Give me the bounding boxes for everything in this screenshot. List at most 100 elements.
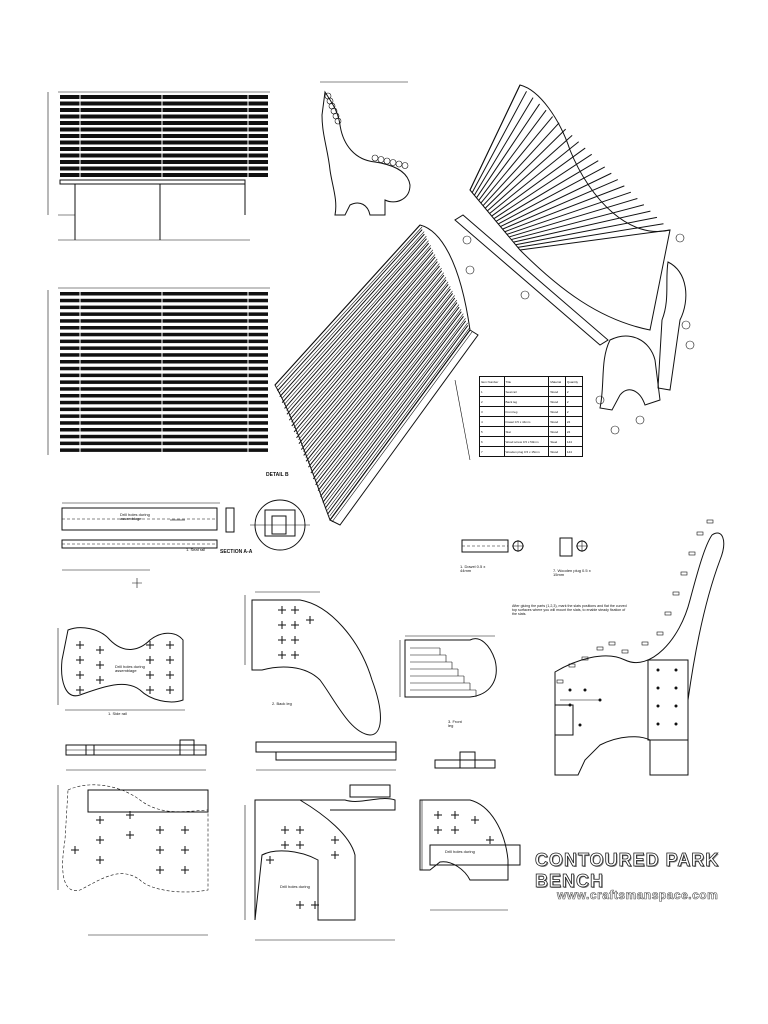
slat [473, 97, 534, 196]
bom-cell: 6 [479, 436, 505, 447]
drill-mark [166, 656, 174, 664]
bottom-detail-1 [57, 739, 209, 936]
screw-hole [674, 686, 678, 690]
screw-hole [656, 686, 660, 690]
bom-cell: Wood [548, 446, 566, 457]
slat [60, 312, 268, 316]
drill-mark [296, 841, 304, 849]
drill-mark [291, 636, 299, 644]
screw-hole [674, 704, 678, 708]
slat-edge [319, 308, 462, 493]
slat-position-mark [556, 679, 564, 684]
slat [482, 122, 560, 206]
slat [484, 128, 567, 209]
slat [60, 319, 268, 323]
slat [500, 172, 612, 227]
slat [327, 325, 469, 515]
slat-edge [315, 299, 458, 482]
drill-mark [311, 901, 319, 909]
slat [60, 298, 268, 303]
slat-end [383, 157, 391, 165]
slat-edge [291, 254, 436, 423]
slat [60, 428, 268, 432]
screw-hole [583, 688, 587, 692]
slat-end [324, 92, 332, 100]
bom-cell: 1 [479, 386, 505, 397]
drill-mark [331, 836, 339, 844]
drill-holes-note-2: Drill holes during assemblage [115, 664, 145, 674]
slat-end [371, 154, 379, 162]
callout-bubble [462, 235, 472, 245]
slat [274, 224, 421, 386]
slat-edge [317, 304, 460, 487]
callout-bubble [595, 395, 605, 405]
screw-hole [674, 722, 678, 726]
slat [320, 311, 462, 497]
slat [324, 320, 467, 509]
part-dowel-label: 1. Dowel 0.5 x 44mm [460, 564, 486, 574]
drill-mark [126, 811, 134, 819]
slat [305, 284, 449, 462]
slat [517, 223, 664, 248]
slat [296, 265, 440, 439]
slat [60, 114, 268, 119]
slat [293, 261, 438, 433]
bom-cell: Wooden plug 0.5 x 15mm [503, 446, 550, 457]
slat [506, 191, 632, 235]
bom-cell: 2 [564, 386, 584, 397]
slat [286, 247, 432, 415]
part-plug-label: 7. Wooden plug 0.5 x 15mm [553, 568, 591, 578]
slat-edge [307, 286, 451, 464]
slat [60, 305, 268, 310]
drill-mark [166, 686, 174, 694]
slat [288, 252, 434, 421]
slat [491, 147, 586, 217]
drill-mark [71, 846, 79, 854]
drill-holes-note-1: Drill holes during assemblage [120, 512, 150, 522]
slat-end [328, 102, 336, 110]
slat [312, 297, 456, 480]
drill-mark [76, 671, 84, 679]
bom-cell: Dowel 0.5 x 44mm [503, 416, 550, 427]
bom-cell: 24 [564, 426, 584, 437]
slat [60, 339, 268, 344]
slat-position-mark [596, 646, 604, 651]
slat [515, 216, 658, 246]
bom-header: Quantity [564, 376, 584, 387]
drill-mark [278, 651, 286, 659]
bom-cell: 144 [564, 446, 584, 457]
website-url: www.craftsmanspace.com [557, 888, 719, 903]
bom-cell: Back leg [503, 396, 550, 407]
exploded-view [454, 84, 695, 435]
bom-cell: Wood screw 0.5 x 50mm [503, 436, 550, 447]
screw-hole [674, 668, 678, 672]
slat [60, 127, 268, 132]
front-leg-drawing [399, 635, 497, 698]
slat-end [326, 97, 334, 105]
slat [60, 448, 268, 452]
bom-cell: 3 [479, 406, 505, 417]
bom-cell: Wood [548, 416, 566, 427]
drill-mark [126, 831, 134, 839]
drill-mark [146, 671, 154, 679]
slat-edge [283, 240, 429, 405]
slat [60, 160, 268, 164]
drill-mark [291, 651, 299, 659]
bom-cell: 4 [479, 416, 505, 427]
slat-position-mark [621, 649, 629, 654]
back-leg-drawing [244, 591, 381, 736]
slat [511, 204, 645, 241]
drill-mark [76, 656, 84, 664]
slat-edge [322, 313, 464, 499]
bom-cell: 5 [479, 426, 505, 437]
callout-bubble [635, 415, 645, 425]
slat [277, 229, 423, 392]
screw-hole [656, 704, 660, 708]
detail-b-label: DETAIL B [266, 472, 289, 478]
drill-mark [96, 836, 104, 844]
bom-cell: Wood [548, 396, 566, 407]
bom-header: Title [503, 376, 550, 387]
